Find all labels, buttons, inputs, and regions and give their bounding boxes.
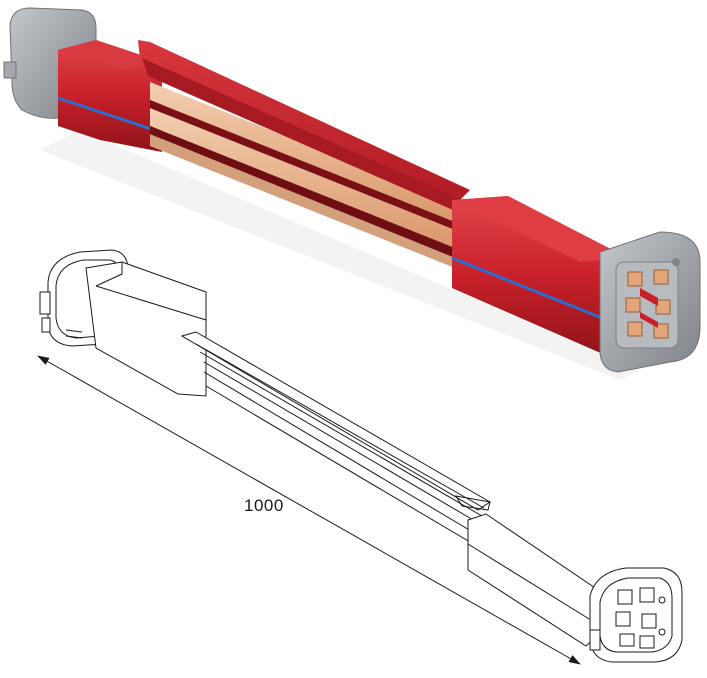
main-body-drawing [180, 331, 491, 543]
copper-conductors-render [150, 82, 470, 272]
right-housing-drawing [467, 513, 605, 647]
drawing-terminal-4 [641, 613, 657, 629]
left-housing-drawing [85, 261, 207, 397]
right-blue-stripe [451, 256, 613, 324]
drawing-terminal-1 [617, 589, 633, 605]
dimension-length-label: 1000 [244, 496, 284, 515]
render-shadow [40, 130, 640, 380]
dimension-line [37, 355, 581, 665]
left-housing-render [57, 40, 162, 152]
terminal-4 [655, 299, 671, 315]
terminal-3 [625, 297, 641, 313]
double-headed-arrow-icon [37, 355, 581, 665]
right-housing-render [451, 196, 628, 358]
drawing-terminal-5 [619, 633, 635, 647]
right-end-cap-drawing [589, 567, 683, 663]
terminal-5 [627, 321, 643, 337]
drawing-terminal-3 [615, 611, 631, 627]
drawing-terminal-2 [639, 587, 655, 603]
terminal-1 [627, 271, 643, 287]
busbar-line-drawing [37, 249, 683, 665]
left-blue-stripe [57, 96, 161, 134]
left-end-cap-render [3, 7, 97, 119]
terminal-2 [653, 269, 669, 285]
right-end-cap-render [599, 231, 701, 373]
drawing-terminal-6 [639, 635, 655, 649]
busbar-render [3, 7, 701, 380]
top-cover-render [138, 40, 470, 214]
